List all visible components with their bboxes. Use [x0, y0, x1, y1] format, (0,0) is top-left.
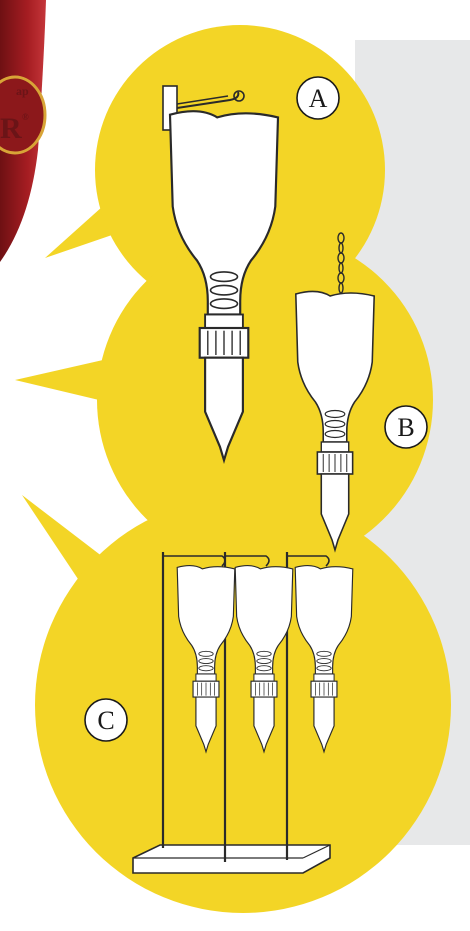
option-b: B [294, 232, 428, 551]
logo-registered: ® [22, 112, 29, 122]
logo-top-text: ap [16, 84, 29, 98]
label-b-badge: B [384, 405, 428, 449]
label-c-badge: C [84, 698, 128, 742]
label-b: B [397, 413, 414, 442]
label-a: A [309, 84, 328, 113]
ketchup-logo: ap R ® [0, 0, 47, 262]
option-a: A [162, 76, 340, 462]
label-c: C [97, 706, 114, 735]
logo-letter: R [0, 112, 22, 145]
option-c: C [84, 552, 354, 874]
label-a-badge: A [296, 76, 340, 120]
rod-stand-icon [132, 552, 331, 874]
